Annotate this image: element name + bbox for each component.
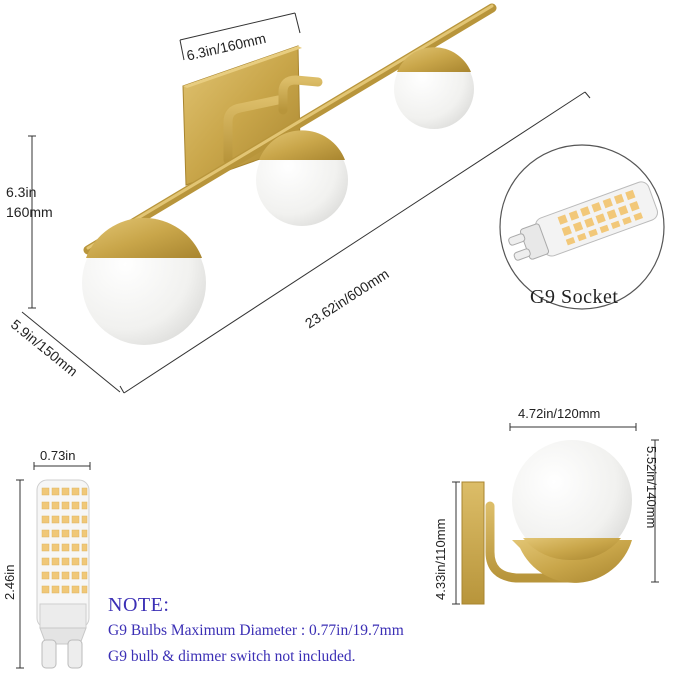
side-height-plate-label: 4.33in/110mm xyxy=(433,518,448,600)
height-mm-label: 160mm xyxy=(6,204,53,220)
globe-middle xyxy=(256,130,348,226)
note-line-diameter: G9 Bulbs Maximum Diameter : 0.77in/19.7m… xyxy=(108,622,404,639)
height-in-label: 6.3in xyxy=(6,184,37,200)
note-line-not-included: G9 bulb & dimmer switch not included. xyxy=(108,648,356,665)
globe-left xyxy=(82,217,206,345)
bulb-height-label: 2.46in xyxy=(2,564,17,600)
note-title: NOTE: xyxy=(108,594,170,616)
g9-bulb-illustration xyxy=(36,479,90,669)
globe-right xyxy=(394,47,474,129)
side-width-label: 4.72in/120mm xyxy=(518,406,601,421)
side-view-sconce xyxy=(461,440,632,605)
dimension-lines xyxy=(16,12,659,669)
bulb-width-label: 0.73in xyxy=(40,448,76,463)
g9-socket-illustration xyxy=(499,144,665,310)
support-arms xyxy=(223,75,323,165)
side-height-total-label: 5.52in/140mm xyxy=(644,446,659,529)
g9-socket-label: G9 Socket xyxy=(530,286,619,308)
